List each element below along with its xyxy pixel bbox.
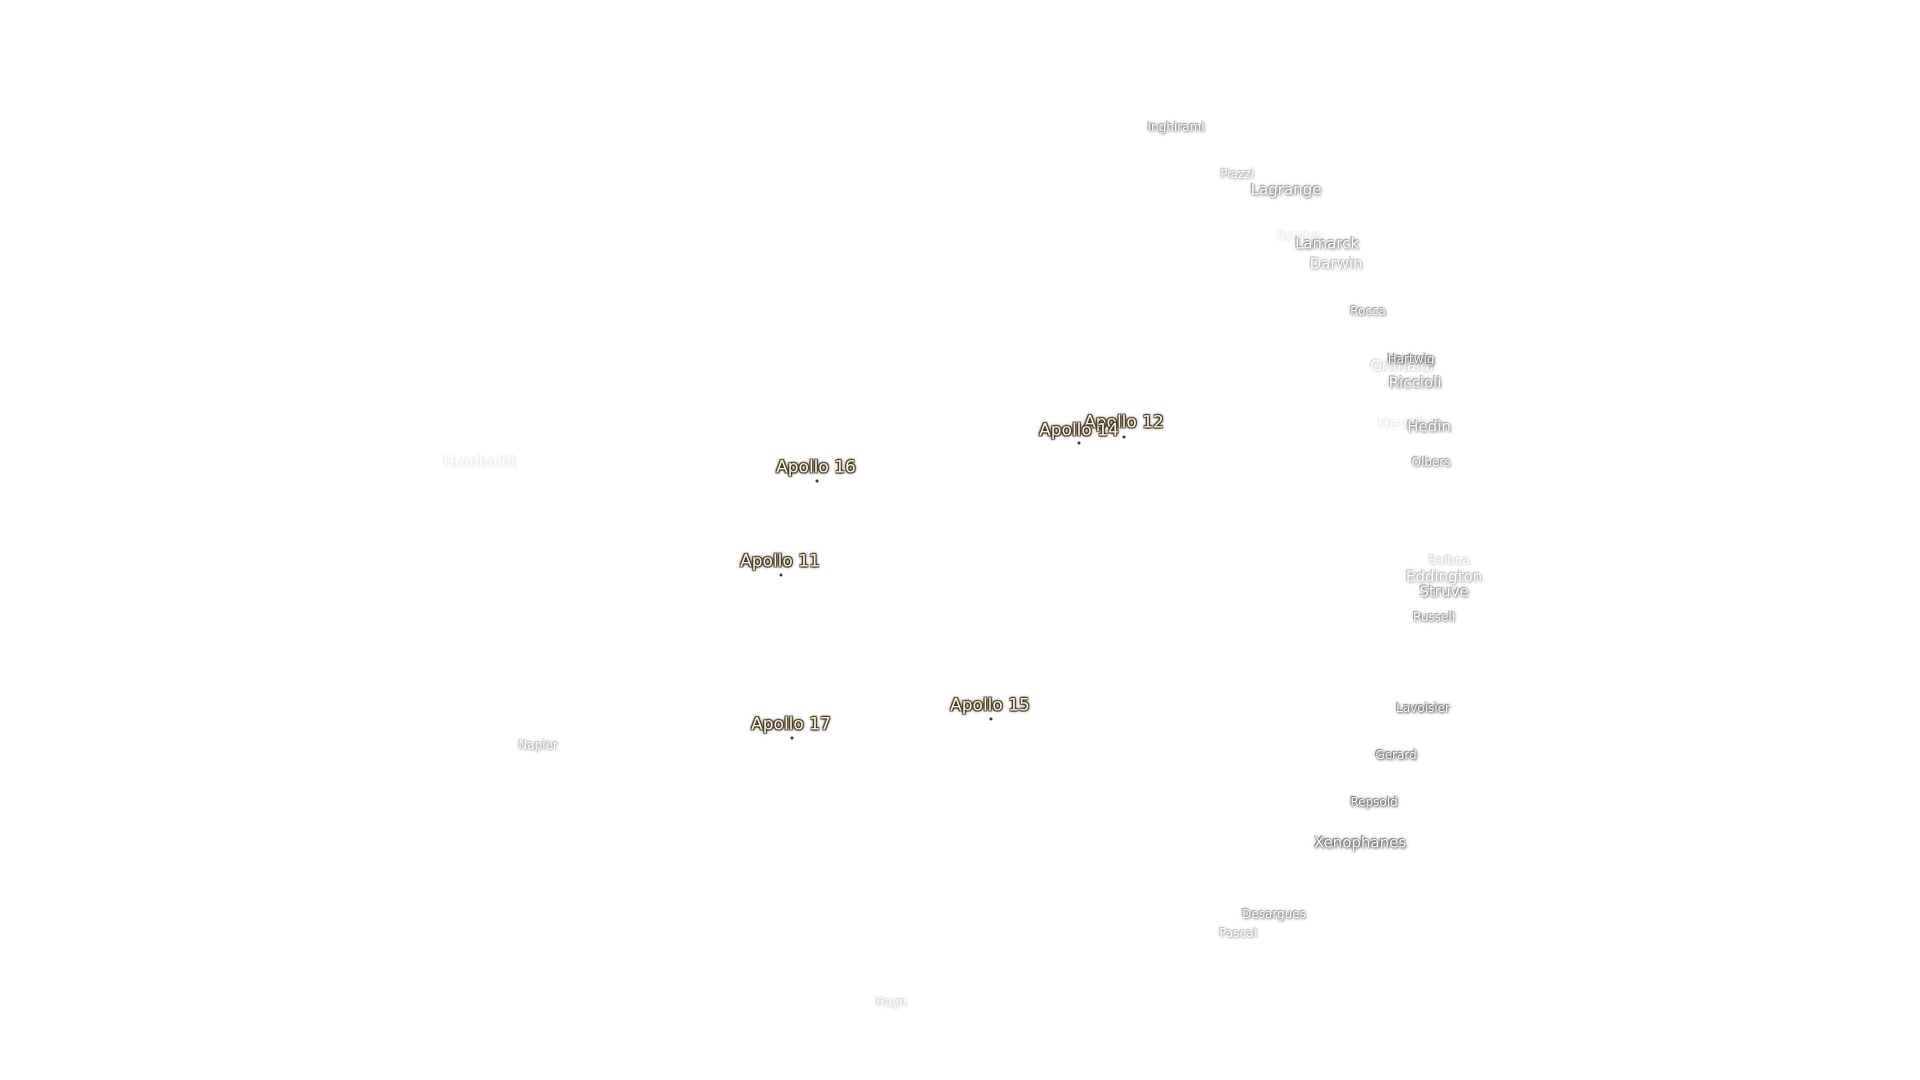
crater-label-repsold[interactable]: Repsold <box>1350 795 1398 809</box>
crater-label-hevelius[interactable]: Hevelius <box>1377 414 1443 433</box>
landing-site-label-apollo-15[interactable]: Apollo 15 <box>950 695 1030 716</box>
crater-label-riccioli[interactable]: Riccioli <box>1388 373 1442 392</box>
crater-label-humboldt[interactable]: Humboldt <box>443 452 517 471</box>
crater-label-olbers[interactable]: Olbers <box>1411 455 1451 469</box>
crater-label-inghirami[interactable]: Inghirami <box>1147 120 1205 134</box>
crater-label-desargues[interactable]: Desargues <box>1242 907 1306 921</box>
apollo-16-site-marker[interactable] <box>815 479 819 483</box>
landing-site-label-apollo-17[interactable]: Apollo 17 <box>751 714 831 735</box>
crater-label-hedin[interactable]: Hedin <box>1407 417 1451 436</box>
landing-site-label-apollo-16[interactable]: Apollo 16 <box>776 457 856 478</box>
crater-label-eddington[interactable]: Eddington <box>1405 567 1483 586</box>
crater-label-lagrange[interactable]: Lagrange <box>1250 180 1322 199</box>
crater-label-piazzi[interactable]: Piazzi <box>1220 167 1254 181</box>
crater-label-grimaldi[interactable]: Grimaldi <box>1370 356 1434 375</box>
landing-site-label-apollo-11[interactable]: Apollo 11 <box>740 551 820 572</box>
crater-label-balboa[interactable]: Balboa <box>1428 553 1470 567</box>
crater-label-lavoisier[interactable]: Lavoisier <box>1396 701 1450 715</box>
crater-label-russell[interactable]: Russell <box>1413 610 1455 624</box>
crater-label-lamarck[interactable]: Lamarck <box>1294 234 1360 253</box>
landing-site-label-apollo-12[interactable]: Apollo 12 <box>1084 412 1164 433</box>
apollo-12-site-marker[interactable] <box>1122 435 1126 439</box>
apollo-15-site-marker[interactable] <box>989 717 993 721</box>
crater-label-pascal[interactable]: Pascal <box>1219 926 1257 940</box>
crater-label-rocca[interactable]: Rocca <box>1350 304 1386 318</box>
crater-label-hayn[interactable]: Hayn <box>875 995 907 1009</box>
crater-label-struve[interactable]: Struve <box>1419 582 1469 601</box>
crater-label-xenophanes[interactable]: Xenophanes <box>1313 833 1407 852</box>
crater-label-hartwig[interactable]: Hartwig <box>1387 352 1435 366</box>
landing-site-label-apollo-14[interactable]: Apollo 14 <box>1039 420 1119 441</box>
crater-label-darwin[interactable]: Darwin <box>1309 254 1363 273</box>
crater-label-gerard[interactable]: Gerard <box>1375 748 1417 762</box>
apollo-17-site-marker[interactable] <box>790 736 794 740</box>
apollo-11-site-marker[interactable] <box>779 573 783 577</box>
apollo-14-site-marker[interactable] <box>1077 441 1081 445</box>
crater-label-napier[interactable]: Napier <box>518 738 558 752</box>
crater-label-byrgius[interactable]: Byrgius <box>1276 228 1322 242</box>
